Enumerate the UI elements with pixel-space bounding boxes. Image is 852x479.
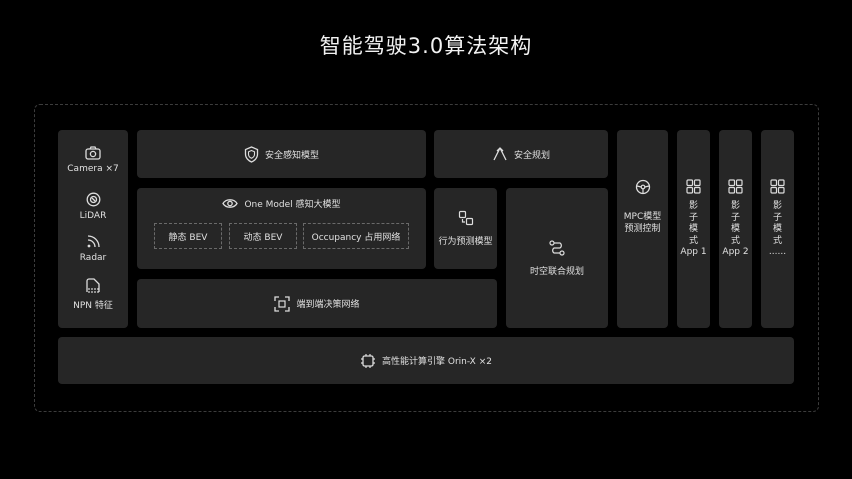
page-title: 智能驾驶3.0算法架构 (319, 34, 533, 58)
static-bev-box: 静态 BEV (154, 223, 222, 249)
shadow-mode-char: 式 (688, 235, 698, 246)
spatiotemporal-planning: 时空联合规划 (506, 188, 608, 328)
shadow-app-name: App 1 (680, 247, 707, 257)
occupancy-network-box: Occupancy 占用网络 (303, 223, 409, 249)
mpc-label-line2: 预测控制 (624, 224, 661, 234)
end-to-end-label: 端到端决策网络 (296, 300, 360, 310)
shadow-app-name: App 2 (722, 247, 749, 257)
mpc-label-line1: MPC模型 (623, 212, 662, 222)
safety-planning-label: 安全规划 (513, 150, 550, 161)
sensor-label: NPN 特征 (73, 301, 113, 311)
prediction-icon (458, 210, 473, 226)
lidar-icon (86, 192, 100, 207)
scan-icon (274, 295, 291, 312)
end-to-end-network: 端到端决策网络 (137, 279, 497, 328)
one-model-header: One Model 感知大模型 (137, 197, 426, 210)
shadow-mode-char: 子 (730, 212, 740, 223)
npn-icon (86, 278, 100, 293)
architecture-frame (34, 104, 819, 412)
compute-engine-label: 高性能计算引擎 Orin-X ×2 (382, 357, 492, 367)
mpc-model: MPC模型 预测控制 (617, 130, 668, 328)
sensor-label: Camera ×7 (67, 164, 119, 174)
shadow-mode-char: 影 (772, 201, 782, 211)
spatiotemporal-planning-label: 时空联合规划 (529, 266, 584, 277)
steering-wheel-icon (635, 179, 650, 195)
sensor-npn: NPN 特征 (58, 278, 128, 311)
safety-planning: 安全规划 (434, 130, 608, 178)
shadow-mode-char: 式 (772, 235, 782, 246)
sensor-label: Radar (79, 253, 107, 263)
shadow-mode-char: 式 (730, 235, 740, 246)
sensor-lidar: LiDAR (58, 192, 128, 221)
safety-perception-model: 安全感知模型 (137, 130, 426, 178)
route-icon (549, 239, 565, 256)
shadow-app-name: ...... (768, 247, 787, 257)
eye-icon (222, 199, 239, 208)
shadow-mode-app-1: 影 子 模 式 App 1 (677, 130, 710, 328)
dynamic-bev-label: 动态 BEV (243, 232, 283, 243)
occupancy-network-label: Occupancy 占用网络 (311, 232, 401, 243)
sensor-panel: Camera ×7 LiDAR Radar NPN 特征 (58, 130, 128, 328)
safety-perception-label: 安全感知模型 (264, 150, 319, 161)
behavior-prediction-label: 行为预测模型 (438, 237, 493, 247)
shadow-mode-char: 影 (730, 201, 740, 211)
shield-icon (244, 145, 259, 163)
chip-icon (361, 353, 376, 368)
one-model-label: One Model 感知大模型 (244, 200, 341, 210)
one-model-perception: One Model 感知大模型 静态 BEV 动态 BEV Occupancy … (137, 188, 426, 269)
dynamic-bev-box: 动态 BEV (229, 223, 297, 249)
behavior-prediction-model: 行为预测模型 (434, 188, 497, 269)
compute-engine: 高性能计算引擎 Orin-X ×2 (58, 337, 794, 384)
sensor-camera: Camera ×7 (58, 146, 128, 174)
sensor-radar: Radar (58, 234, 128, 263)
sensor-label: LiDAR (79, 211, 107, 221)
shadow-mode-app-more: 影 子 模 式 ...... (761, 130, 794, 328)
grid-icon (686, 179, 701, 194)
grid-icon (728, 179, 743, 194)
merge-arrow-icon (493, 147, 507, 161)
shadow-mode-char: 子 (772, 212, 782, 223)
shadow-mode-app-2: 影 子 模 式 App 2 (719, 130, 752, 328)
shadow-mode-char: 子 (688, 212, 698, 223)
camera-icon (85, 146, 101, 160)
shadow-mode-char: 模 (730, 224, 740, 234)
static-bev-label: 静态 BEV (168, 232, 208, 243)
radar-icon (87, 235, 100, 248)
shadow-mode-char: 影 (688, 201, 698, 211)
shadow-mode-char: 模 (772, 224, 782, 234)
shadow-mode-char: 模 (688, 224, 698, 234)
grid-icon (770, 179, 785, 194)
